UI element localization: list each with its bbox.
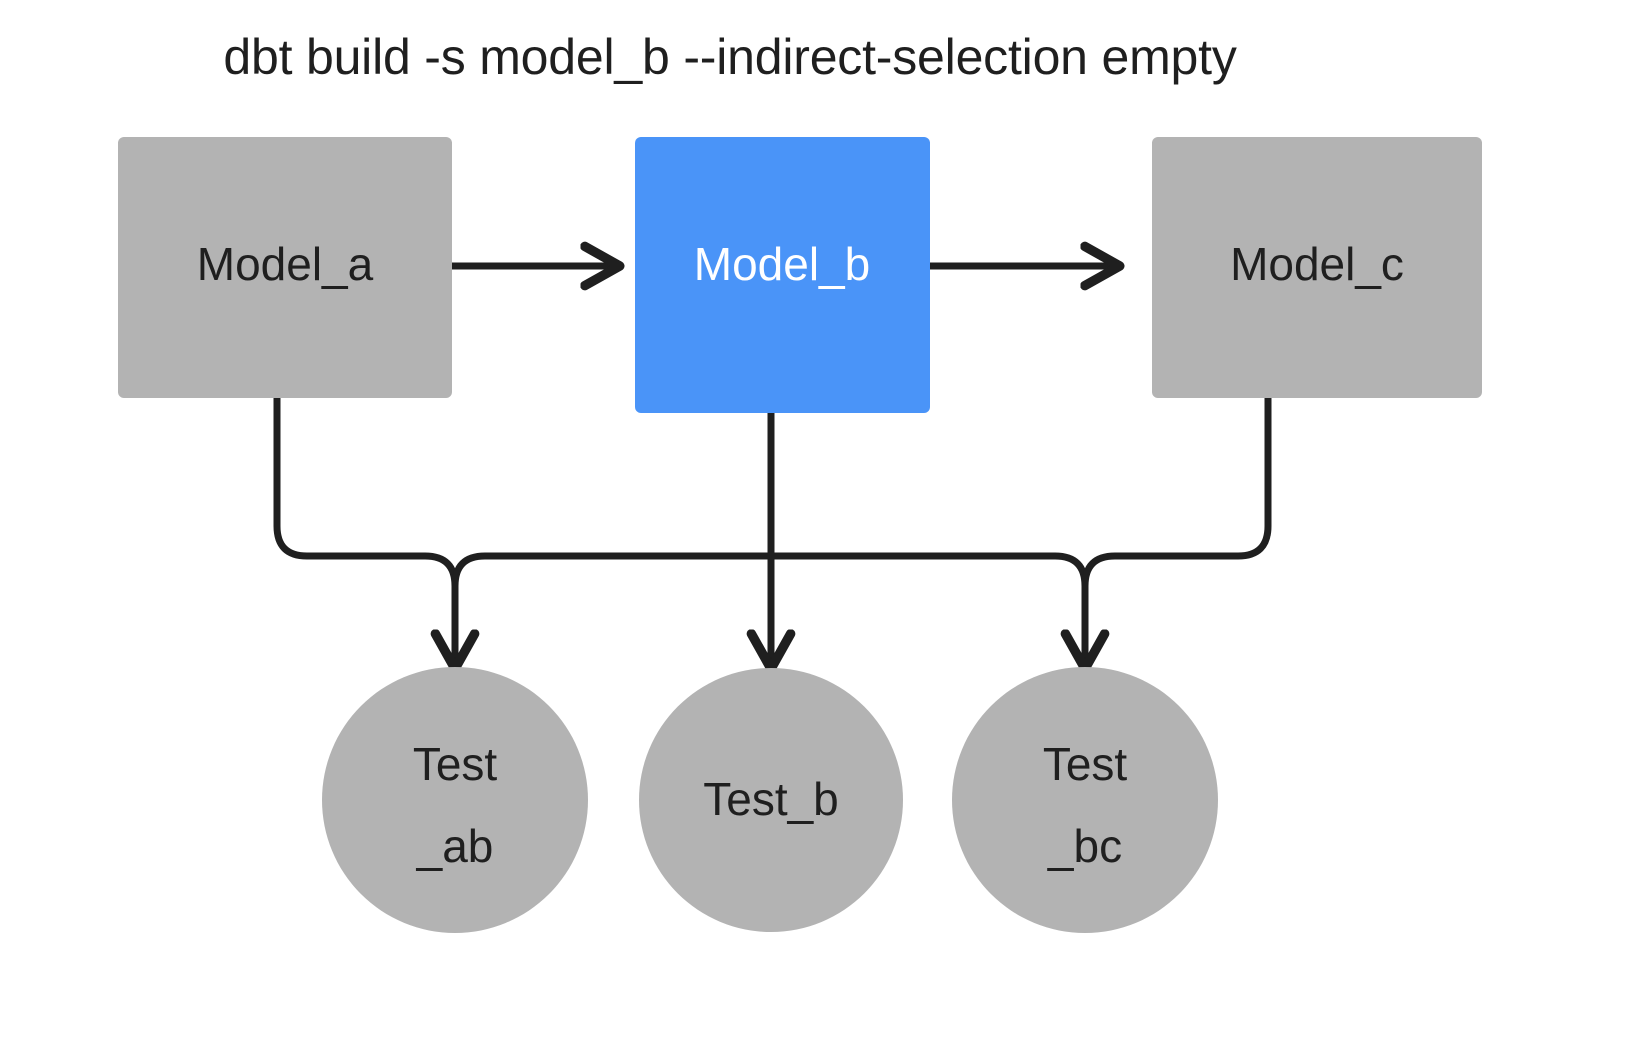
- node-model-b-label: Model_b: [694, 238, 870, 290]
- test-node-layer: Test _ab Test_b Test _bc: [322, 667, 1218, 933]
- node-test-b[interactable]: Test_b: [639, 668, 903, 932]
- edge-model-b-to-test-bc: [771, 552, 1089, 587]
- node-model-b[interactable]: Model_b: [635, 137, 930, 413]
- node-test-ab-label-line-2: _ab: [416, 820, 494, 872]
- edge-model-c-to-test-bc: [1085, 398, 1272, 666]
- node-test-bc-label-line-2: _bc: [1047, 820, 1122, 872]
- node-model-c[interactable]: Model_c: [1152, 137, 1482, 398]
- node-test-bc-label-line-1: Test: [1043, 738, 1128, 790]
- node-test-bc-shape[interactable]: [952, 667, 1218, 933]
- edge-model-b-to-test-ab: [451, 413, 775, 587]
- node-test-b-label-line-1: Test_b: [703, 773, 839, 825]
- node-model-c-shape[interactable]: [1152, 137, 1482, 398]
- node-test-b-shape[interactable]: [639, 668, 903, 932]
- edge-model-a-to-test-ab: [273, 398, 455, 666]
- node-test-ab-label-line-1: Test: [413, 738, 498, 790]
- edge-layer: [273, 266, 1272, 666]
- node-model-a[interactable]: Model_a: [118, 137, 452, 398]
- node-test-bc[interactable]: Test _bc: [952, 667, 1218, 933]
- model-node-layer: Model_a Model_b Model_c: [118, 137, 1482, 413]
- node-test-ab[interactable]: Test _ab: [322, 667, 588, 933]
- node-model-b-shape[interactable]: [635, 137, 930, 413]
- diagram-title: dbt build -s model_b --indirect-selectio…: [223, 29, 1237, 85]
- node-model-a-label: Model_a: [197, 238, 374, 290]
- node-model-a-shape[interactable]: [118, 137, 452, 398]
- node-test-ab-shape[interactable]: [322, 667, 588, 933]
- node-model-c-label: Model_c: [1230, 238, 1404, 290]
